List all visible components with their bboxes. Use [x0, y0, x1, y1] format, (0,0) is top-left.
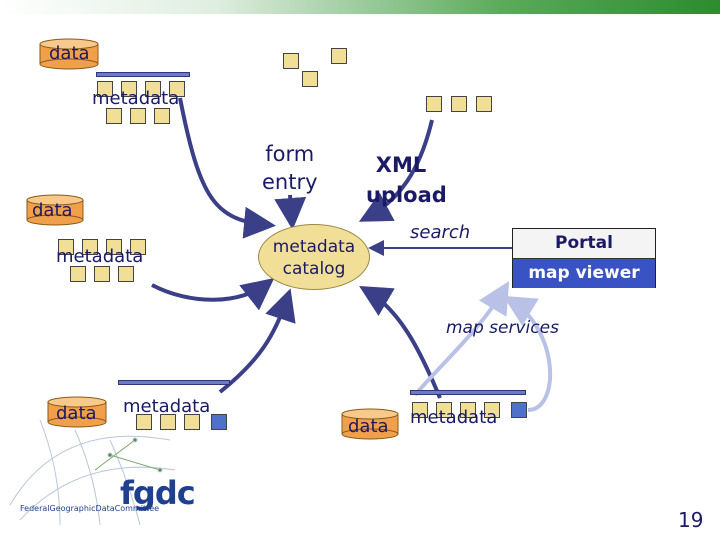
metadata-square [130, 239, 146, 255]
form-square [283, 53, 299, 69]
top-gradient-bar [0, 0, 720, 14]
data-label-top-left: data [49, 43, 90, 64]
metadata-label-bottom-center: metadata [410, 407, 498, 428]
form-entry-label: form entry [262, 142, 318, 194]
xml-square [451, 96, 467, 112]
metadata-square [97, 81, 113, 97]
form-square [331, 48, 347, 64]
metadata-square [460, 402, 476, 418]
metadata-square [70, 266, 86, 282]
fgdc-logo-subtitle: FederalGeographicDataCommittee [20, 504, 160, 513]
metadata-bar-bottom-left [118, 380, 230, 385]
metadata-square [118, 266, 134, 282]
arrow-form-entry [274, 194, 307, 230]
globe-graphic [9, 419, 176, 526]
arrow-xml-upload [358, 119, 434, 222]
data-label-mid-left: data [32, 200, 73, 221]
fgdc-logo: fgdc [120, 474, 196, 512]
metadata-square [130, 108, 146, 124]
arrow-bottom-metadata-to-catalog [218, 288, 296, 394]
cylinder-mid-left [26, 194, 84, 226]
map-viewer-label: map viewer [513, 259, 655, 288]
cylinder-bottom-left [47, 396, 107, 428]
xml-upload-label: XML upload [366, 153, 447, 207]
metadata-square [121, 81, 137, 97]
arrow-left-metadata-to-catalog [151, 278, 275, 311]
metadata-square [58, 239, 74, 255]
portal-box: Portal map viewer [512, 228, 656, 288]
metadata-square [169, 81, 185, 97]
metadata-square [154, 108, 170, 124]
metadata-square [94, 266, 110, 282]
data-label-bottom-center: data [348, 416, 389, 437]
xml-square [426, 96, 442, 112]
metadata-square [436, 402, 452, 418]
metadata-bar-top [96, 72, 190, 77]
metadata-square [106, 108, 122, 124]
metadata-square [412, 402, 428, 418]
page-number: 19 [678, 508, 704, 532]
map-services-label: map services [446, 318, 559, 338]
arrow-map-services [503, 295, 553, 412]
xml-square [476, 96, 492, 112]
metadata-square [484, 402, 500, 418]
data-label-bottom-left: data [56, 403, 97, 424]
metadata-bar-bottom-center [410, 390, 526, 395]
metadata-label-mid-left: metadata [56, 246, 144, 267]
metadata-square [160, 414, 176, 430]
portal-label: Portal [513, 229, 655, 259]
metadata-square [82, 239, 98, 255]
metadata-catalog-label: metadata catalog [272, 237, 356, 279]
arrow-center-metadata-to-catalog [359, 285, 442, 399]
metadata-square-blue [511, 402, 527, 418]
search-label: search [410, 222, 471, 243]
metadata-square [106, 239, 122, 255]
cylinder-bottom-center [341, 408, 399, 440]
arrow-metadata-to-catalog [178, 97, 276, 239]
metadata-label-bottom-left: metadata [123, 396, 211, 417]
metadata-square [136, 414, 152, 430]
form-square [302, 71, 318, 87]
arrow-map-services-2 [413, 281, 510, 397]
metadata-square [184, 414, 200, 430]
metadata-label-top: metadata [92, 88, 180, 109]
cylinder-top-left [39, 38, 99, 70]
metadata-square-blue [211, 414, 227, 430]
metadata-catalog-ellipse [258, 224, 370, 290]
metadata-square [145, 81, 161, 97]
